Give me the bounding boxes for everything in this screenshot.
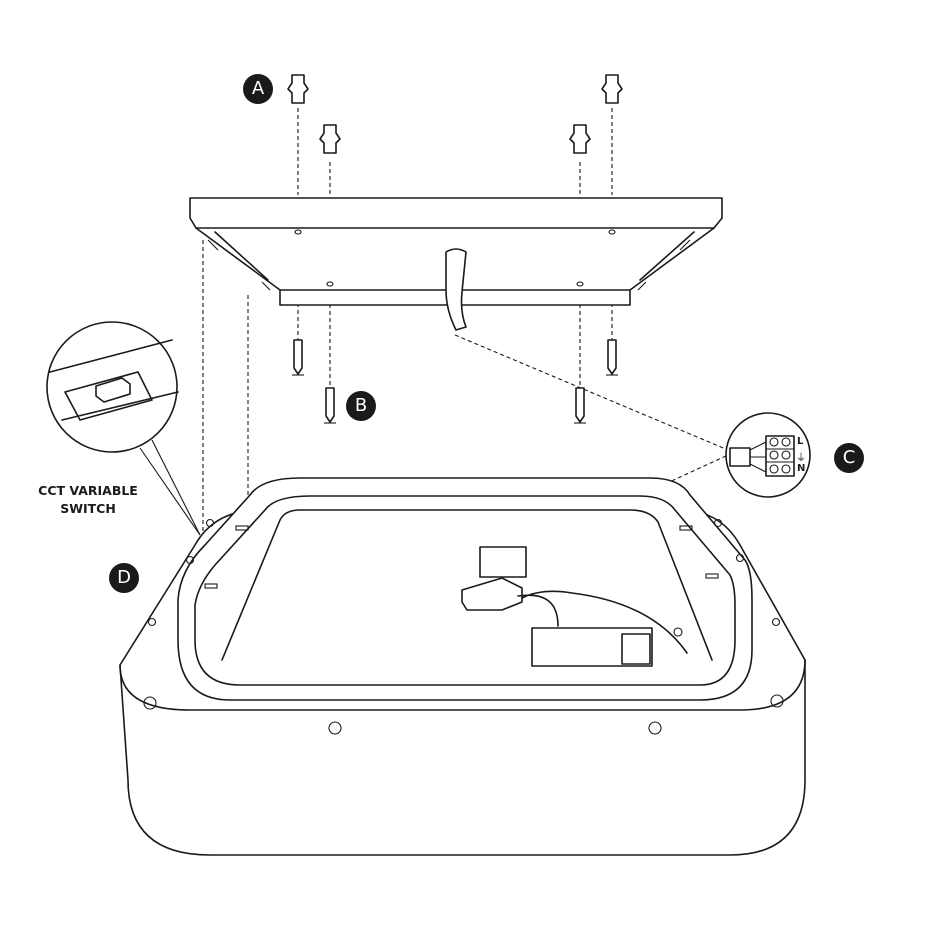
step-label-d: D [109, 563, 139, 593]
step-label-c: C [834, 443, 864, 473]
power-cable [445, 248, 467, 331]
terminal-neutral: N [797, 463, 806, 474]
junction-box [479, 546, 527, 578]
terminal-earth: ⏚ [796, 453, 806, 464]
wall-plug-icon [287, 74, 623, 154]
luminaire-body [119, 477, 806, 856]
step-label-a: A [243, 74, 273, 104]
cct-switch-label-line2: SWITCH [60, 501, 116, 516]
cct-switch-detail [46, 321, 201, 536]
step-label-b: B [346, 391, 376, 421]
terminal-live: L [797, 436, 804, 447]
screw-icon [292, 339, 618, 424]
terminal-block-detail [725, 412, 811, 498]
cct-switch-label-line1: CCT VARIABLE [38, 483, 138, 498]
cct-switch-label: CCT VARIABLE SWITCH [28, 482, 148, 518]
